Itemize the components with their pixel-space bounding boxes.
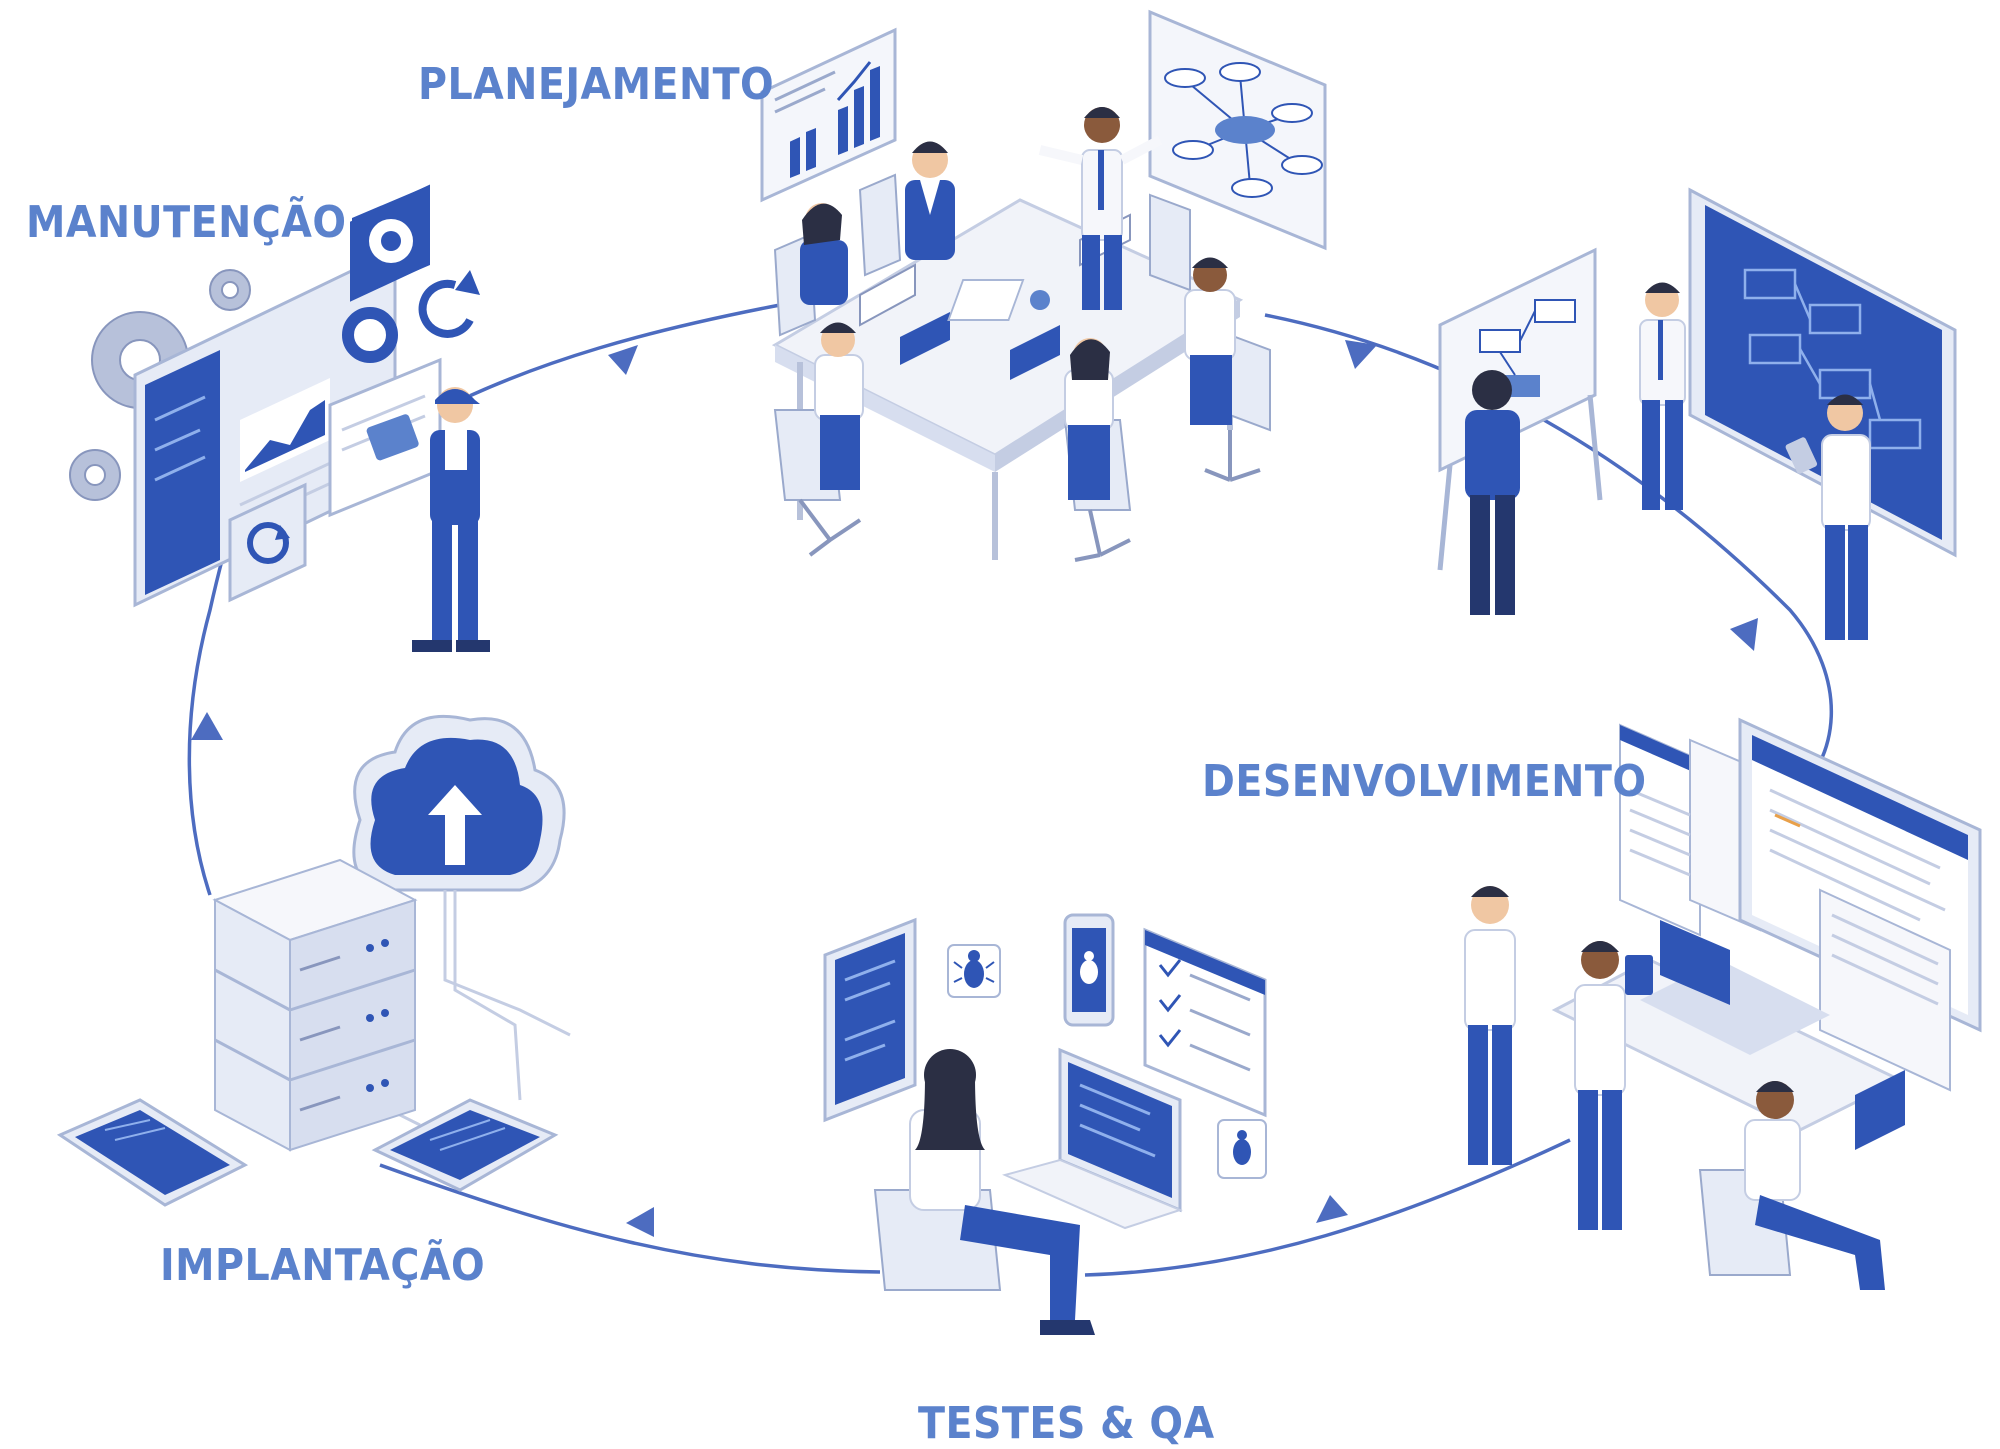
technician	[366, 387, 490, 652]
bar-chart-board	[760, 27, 897, 203]
arrow-test-deploy	[626, 1207, 654, 1237]
gear-settings-icon	[350, 184, 430, 302]
cycle-path	[187, 303, 1833, 1277]
arrow-planning-dev	[1345, 340, 1377, 369]
maintenance-scene	[69, 184, 490, 652]
server-stack	[212, 858, 418, 1152]
cycle-arrows	[191, 340, 1758, 1237]
coding-monitor	[1738, 717, 1982, 1092]
qa-person	[873, 1049, 1095, 1335]
arrow-deploy-maint	[191, 712, 223, 740]
stage-label-planning: PLANEJAMENTO	[418, 59, 775, 110]
coding-people	[1464, 886, 1885, 1290]
arrow-dev-test	[1316, 1195, 1348, 1223]
arrow-dev-down	[1730, 618, 1758, 651]
planning-people	[800, 107, 1236, 500]
qa-document-panel	[823, 917, 917, 1123]
coding-scene	[1464, 717, 1982, 1290]
planning-cluster	[760, 9, 1327, 562]
cloud-upload-icon	[352, 714, 566, 892]
deployment-scene	[56, 714, 571, 1207]
coding-desk	[1551, 920, 1905, 1150]
checklist-panel	[1143, 927, 1267, 1118]
bug-icon-top	[947, 944, 1001, 998]
stage-label-maintenance: MANUTENÇÃO	[26, 197, 347, 248]
dashboard-screen	[133, 247, 398, 608]
qa-laptop	[1002, 1047, 1183, 1230]
design-review-scene	[1437, 187, 1957, 640]
qa-scene	[823, 913, 1267, 1335]
refresh-icon	[418, 270, 480, 338]
design-people	[1465, 282, 1871, 640]
chair-bases	[798, 430, 1261, 562]
mind-map-board	[1148, 9, 1327, 251]
stage-label-deployment: IMPLANTAÇÃO	[160, 1240, 486, 1291]
flowchart-whiteboard	[1437, 247, 1603, 571]
big-monitor	[1688, 187, 1957, 558]
sync-panel	[228, 482, 307, 603]
bug-icon-right	[1217, 1119, 1267, 1179]
phone-with-bug	[1063, 913, 1115, 1027]
stage-label-development: DESENVOLVIMENTO	[1202, 756, 1647, 807]
tablet-right	[371, 1098, 559, 1192]
stage-label-testing: TESTES & QA	[918, 1398, 1215, 1449]
tablet-left	[56, 1098, 249, 1207]
gear-icons	[69, 269, 251, 501]
arrow-maint-plan	[608, 345, 638, 375]
